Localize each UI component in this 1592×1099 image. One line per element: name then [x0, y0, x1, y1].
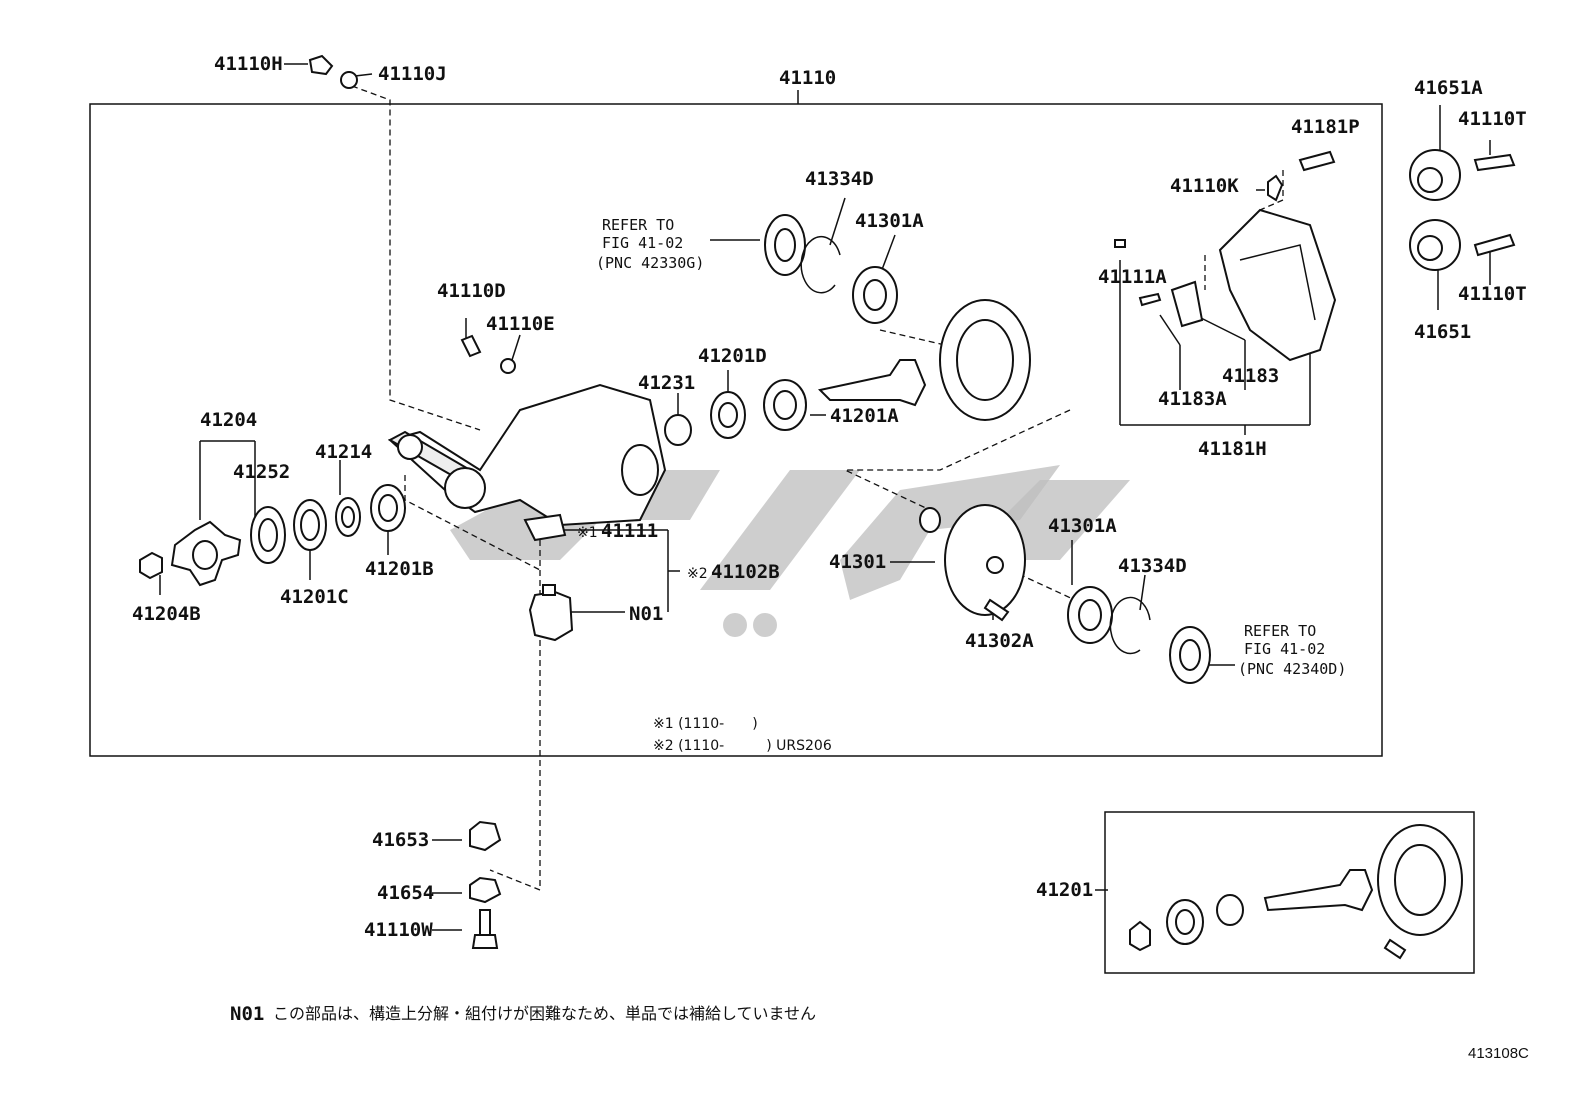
- label-41201a: 41201A: [830, 405, 899, 427]
- label-41110j: 41110J: [378, 63, 447, 85]
- companion-flange-41204: [170, 520, 242, 587]
- mount-cushion-n01: [528, 584, 574, 642]
- label-41334d-top: 41334D: [805, 168, 874, 190]
- bearing-41201b: [370, 484, 406, 532]
- label-41651a: 41651A: [1414, 77, 1483, 99]
- label-41201: 41201: [1036, 879, 1093, 901]
- collar-41231: [664, 414, 692, 446]
- label-41110h: 41110H: [214, 53, 283, 75]
- refer-bot-line3: (PNC 42340D): [1238, 660, 1346, 678]
- plate-41183: [1170, 280, 1204, 328]
- bearing-41301a-top: [852, 266, 898, 324]
- label-41204b: 41204B: [132, 603, 201, 625]
- breather-41110k: [1267, 174, 1284, 202]
- nut-41110h: [308, 54, 334, 76]
- bolt-41110d: [460, 334, 482, 358]
- label-41181p: 41181P: [1291, 116, 1360, 138]
- label-41301: 41301: [829, 551, 886, 573]
- differential-carrier-41110: [387, 383, 667, 542]
- washer-41201d: [710, 391, 746, 439]
- label-41111: 41111: [601, 520, 658, 542]
- label-41653: 41653: [372, 829, 429, 851]
- snap-ring-41334d-top: [800, 235, 841, 294]
- mark-1: ※1: [577, 525, 598, 541]
- rear-cover-41181h: [1218, 208, 1337, 362]
- label-41102b: 41102B: [711, 561, 780, 583]
- label-41110t-1: 41110T: [1458, 108, 1527, 130]
- cushion-41651a: [1409, 149, 1461, 201]
- label-41110d: 41110D: [437, 280, 506, 302]
- main-assembly-frame: [89, 103, 1383, 757]
- refer-bot-line2: FIG 41-02: [1244, 640, 1325, 658]
- label-41301a-top: 41301A: [855, 210, 924, 232]
- footnote-text: この部品は、構造上分解・組付けが困難なため、単品では補給していません: [273, 1004, 816, 1023]
- label-n01: N01: [629, 603, 663, 625]
- refer-top-line1: REFER TO: [602, 216, 674, 234]
- refer-top-line3: (PNC 42330G): [596, 254, 704, 272]
- refer-top-line2: FIG 41-02: [602, 234, 683, 252]
- label-41183a: 41183A: [1158, 388, 1227, 410]
- plug-41110j: [340, 71, 358, 89]
- label-41204: 41204: [200, 409, 257, 431]
- label-41183: 41183: [1222, 365, 1279, 387]
- mark-2: ※2: [687, 566, 708, 582]
- refer-bot-line1: REFER TO: [1244, 622, 1316, 640]
- label-41110t-2: 41110T: [1458, 283, 1527, 305]
- ring-gear: [939, 299, 1031, 421]
- pin-41111a: [1114, 239, 1126, 248]
- inset-pinion-set: [1129, 824, 1463, 960]
- stopper-41653: [469, 820, 502, 852]
- bearing-41201c: [293, 499, 327, 551]
- label-41111a: 41111A: [1098, 266, 1167, 288]
- bolt-41181p: [1298, 150, 1336, 172]
- label-41110e: 41110E: [486, 313, 555, 335]
- bolt-41110t-1: [1473, 153, 1516, 172]
- bearing-41301a-bot: [1067, 586, 1113, 644]
- label-41214: 41214: [315, 441, 372, 463]
- oil-seal-top: [764, 214, 806, 276]
- cushion-41651: [1409, 219, 1461, 271]
- bolt-41110t-2: [1473, 233, 1516, 257]
- pinion-41201: [817, 359, 927, 407]
- diagram-code: 413108C: [1468, 1045, 1529, 1062]
- footnote-code: N01: [230, 1003, 264, 1025]
- label-41231: 41231: [638, 372, 695, 394]
- bolt-41110w: [471, 909, 499, 949]
- label-41301a-bot: 41301A: [1048, 515, 1117, 537]
- plug-41110e: [500, 358, 516, 374]
- nut-41204b: [139, 551, 163, 580]
- note-1: ※1 (1110- ): [653, 716, 758, 732]
- label-41252: 41252: [233, 461, 290, 483]
- bolt-41183a: [1138, 292, 1162, 307]
- bolt-41302a: [983, 598, 1010, 622]
- oil-seal-41252: [250, 506, 286, 564]
- label-41201b: 41201B: [365, 558, 434, 580]
- label-41302a: 41302A: [965, 630, 1034, 652]
- differential-case-41301: [919, 504, 1026, 616]
- label-41110k: 41110K: [1170, 175, 1239, 197]
- label-41201c: 41201C: [280, 586, 349, 608]
- spacer-41214: [335, 497, 361, 537]
- bearing-41201a: [763, 379, 807, 431]
- washer-41654: [469, 876, 502, 904]
- label-41181h: 41181H: [1198, 438, 1267, 460]
- note-2: ※2 (1110- ) URS206: [653, 738, 832, 754]
- label-41334d-bot: 41334D: [1118, 555, 1187, 577]
- oil-seal-bot: [1169, 626, 1211, 684]
- snap-ring-41334d-bot: [1109, 596, 1151, 655]
- label-41654: 41654: [377, 882, 434, 904]
- label-41110w: 41110W: [364, 919, 433, 941]
- label-41651: 41651: [1414, 321, 1471, 343]
- inset-frame: [1104, 811, 1475, 974]
- label-41110: 41110: [779, 67, 836, 89]
- label-41201d: 41201D: [698, 345, 767, 367]
